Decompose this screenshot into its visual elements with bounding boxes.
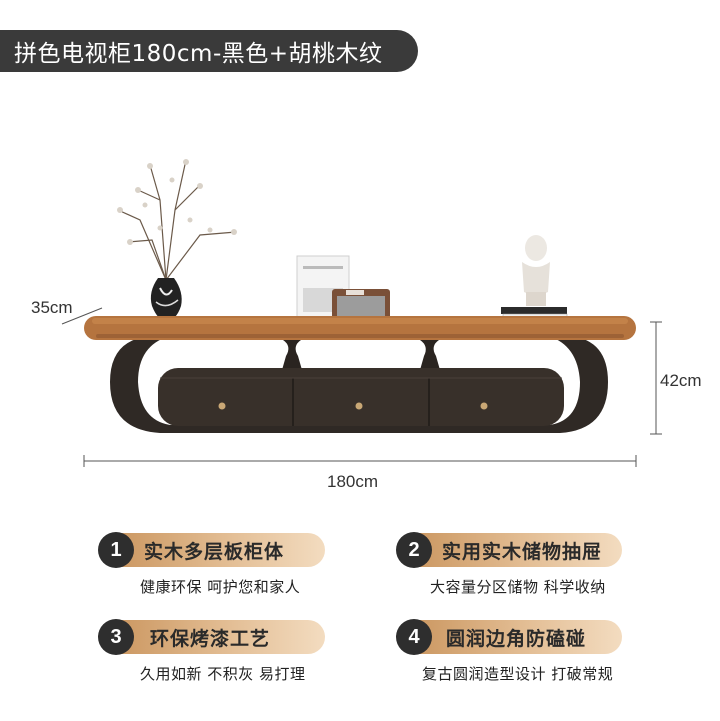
- dimension-lines: [61, 307, 662, 467]
- feature-subtitle-3: 久用如新 不积灰 易打理: [140, 665, 306, 683]
- feature-title: 环保烤漆工艺: [150, 627, 271, 650]
- feature-subtitle-2: 大容量分区储物 科学收纳: [430, 578, 606, 596]
- feature-subtitle-4: 复古圆润造型设计 打破常规: [422, 665, 614, 683]
- feature-number-badge: 4: [396, 619, 432, 655]
- tv-cabinet-illustration: [61, 159, 662, 467]
- feature-title: 实木多层板柜体: [144, 540, 285, 563]
- feature-pill-2: 2 实用实木储物抽屉: [396, 532, 622, 568]
- drawer-unit: [158, 368, 564, 426]
- feature-title: 实用实木储物抽屉: [442, 540, 603, 563]
- feature-title: 圆润边角防磕碰: [446, 627, 587, 650]
- depth-dimension-label: 35cm: [31, 298, 73, 317]
- title-banner: 拼色电视柜180cm-黑色+胡桃木纹: [0, 30, 418, 72]
- walnut-tabletop: [84, 316, 636, 340]
- feature-pill-4: 4 圆润边角防磕碰: [396, 619, 622, 655]
- width-dimension-label: 180cm: [327, 472, 379, 491]
- feature-number-badge: 2: [396, 532, 432, 568]
- feature-pill-3: 3 环保烤漆工艺: [98, 619, 325, 655]
- feature-number-badge: 3: [98, 619, 134, 655]
- cabinet-base: [110, 336, 608, 433]
- drawer-knob-center: [355, 402, 363, 410]
- product-title: 拼色电视柜180cm-黑色+胡桃木纹: [14, 41, 383, 67]
- height-dimension-label: 42cm: [660, 371, 702, 390]
- vase-decor: [117, 159, 237, 321]
- radio-decor: [332, 289, 390, 321]
- feature-pill-1: 1 实木多层板柜体: [98, 532, 325, 568]
- feature-subtitle-1: 健康环保 呵护您和家人: [140, 578, 301, 596]
- drawer-knob-right: [480, 402, 488, 410]
- drawer-knob-left: [218, 402, 226, 410]
- feature-number-badge: 1: [98, 532, 134, 568]
- bust-decor: [522, 235, 550, 306]
